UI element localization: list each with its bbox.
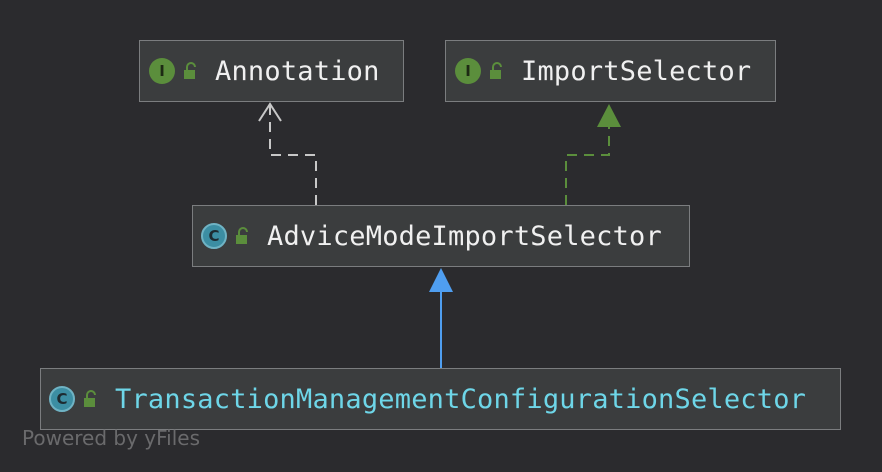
open-lock-icon xyxy=(236,227,248,244)
node-transaction-management-configuration-selector[interactable]: C TransactionManagementConfigurationSele… xyxy=(40,368,841,430)
edge-advice-to-annotation xyxy=(258,102,317,205)
node-label: ImportSelector xyxy=(521,55,752,87)
filled-arrowhead xyxy=(597,104,621,127)
abstract-class-icon: C xyxy=(201,223,227,249)
node-annotation[interactable]: I Annotation xyxy=(139,40,404,102)
node-import-selector[interactable]: I ImportSelector xyxy=(445,40,776,102)
node-label: TransactionManagementConfigurationSelect… xyxy=(115,383,807,415)
interface-icon: I xyxy=(149,58,175,84)
edge-transaction-to-advice xyxy=(429,268,453,368)
node-advice-mode-import-selector[interactable]: C AdviceModeImportSelector xyxy=(192,205,690,267)
open-arrowhead xyxy=(258,102,282,122)
powered-by-footer: Powered by yFiles xyxy=(22,426,200,450)
filled-arrowhead xyxy=(429,268,453,292)
open-lock-icon xyxy=(490,62,502,79)
node-label: AdviceModeImportSelector xyxy=(267,220,662,252)
open-lock-icon xyxy=(84,390,96,407)
edge-advice-to-importselector xyxy=(565,104,621,205)
class-icon: C xyxy=(49,386,75,412)
interface-icon: I xyxy=(455,58,481,84)
node-label: Annotation xyxy=(215,55,380,87)
open-lock-icon xyxy=(184,62,196,79)
